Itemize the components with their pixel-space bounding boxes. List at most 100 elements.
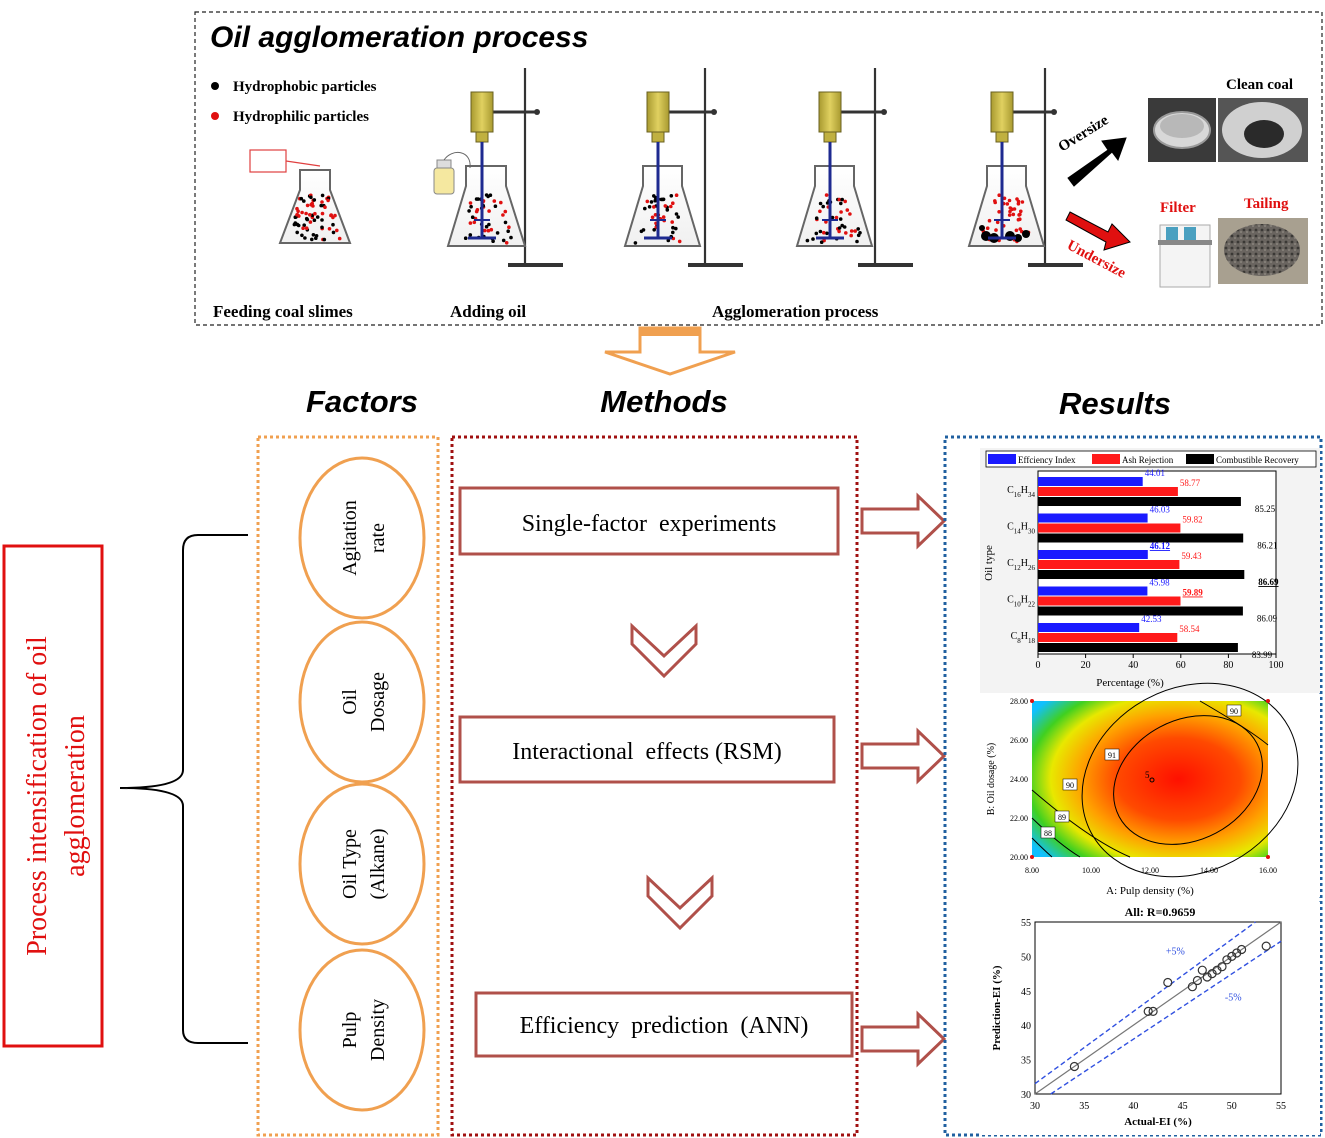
particle-dot bbox=[507, 225, 511, 229]
particle-dot bbox=[853, 229, 857, 233]
step-adding: Adding oil bbox=[450, 302, 526, 321]
bar-tick-label: 40 bbox=[1128, 660, 1138, 671]
particle-dot bbox=[987, 218, 992, 223]
scatter-ytick: 55 bbox=[1021, 918, 1031, 929]
scatter-point bbox=[1187, 982, 1198, 992]
lower-band-line bbox=[1050, 940, 1282, 1095]
bar-tick-label: 60 bbox=[1176, 660, 1186, 671]
particle-dot bbox=[643, 206, 647, 211]
scatter-xlabel: Actual-EI (%) bbox=[1124, 1116, 1192, 1128]
svg-text:Oil Type: Oil Type bbox=[339, 829, 361, 899]
clean-coal-bowl-photo bbox=[1218, 98, 1308, 162]
particle-dot bbox=[652, 228, 656, 232]
particle-dot bbox=[333, 213, 337, 218]
particle-dot bbox=[313, 211, 317, 216]
particle-dot bbox=[639, 229, 644, 234]
contour-label: 88 bbox=[1044, 829, 1052, 838]
factor-oil-dosage: Oil Dosage bbox=[298, 620, 426, 784]
particle-dot bbox=[311, 233, 316, 237]
particle-dot bbox=[329, 213, 334, 217]
side-label-line1: Process intensification of oil bbox=[22, 636, 53, 956]
particle-dot bbox=[489, 227, 494, 232]
particle-dot bbox=[818, 209, 822, 214]
particle-dot bbox=[463, 236, 468, 240]
bar-category-label: C16H34 bbox=[1007, 485, 1035, 499]
bar-value-label: 86.69 bbox=[1258, 577, 1279, 587]
particle-dot bbox=[315, 215, 320, 219]
scatter-point bbox=[1236, 944, 1247, 955]
particle-dot bbox=[295, 213, 299, 217]
particle-dot bbox=[661, 215, 666, 219]
contour-label: 89 bbox=[1058, 813, 1066, 822]
particle-dot bbox=[470, 215, 475, 219]
particle-dot bbox=[839, 201, 843, 206]
particle-dot bbox=[674, 226, 678, 231]
particle-dot bbox=[501, 238, 506, 243]
legend-entry: Combustible Recovery bbox=[1216, 455, 1299, 465]
particle-dot bbox=[493, 204, 498, 208]
arrow-right-icon bbox=[860, 1010, 947, 1068]
particle-dot bbox=[504, 241, 509, 245]
contour-label-box bbox=[1062, 778, 1078, 791]
scatter-xtick: 45 bbox=[1178, 1101, 1188, 1112]
contour-ylabel: B: Oil dosage (%) bbox=[986, 743, 997, 816]
particle-dot bbox=[1014, 228, 1019, 233]
bar-C14H30-1 bbox=[1038, 523, 1181, 533]
particle-dot bbox=[666, 238, 671, 243]
particle-dot bbox=[1020, 200, 1025, 204]
svg-text:Interactional effects (RSM): Interactional effects (RSM) bbox=[512, 739, 781, 765]
factor-oil-type: Oil Type (Alkane) bbox=[298, 782, 426, 946]
contour-center-label: 5 bbox=[1145, 770, 1150, 780]
particle-dot bbox=[838, 217, 843, 221]
chevron-down-icon bbox=[646, 874, 714, 931]
particle-dot bbox=[671, 201, 675, 205]
tailing-label: Tailing bbox=[1244, 196, 1289, 212]
particle-dot bbox=[331, 230, 336, 235]
particle-dot bbox=[997, 210, 1001, 214]
legend-swatch bbox=[1186, 454, 1214, 464]
bar-value-label: 44.01 bbox=[1145, 468, 1165, 478]
particles-icon bbox=[292, 193, 342, 242]
particle-dot bbox=[296, 223, 301, 228]
bar-C10H22-1 bbox=[1038, 596, 1181, 606]
particle-dot bbox=[633, 241, 638, 245]
svg-text:Efficiency prediction (ANN): Efficiency prediction (ANN) bbox=[520, 1013, 809, 1039]
undersize-arrow-icon bbox=[1065, 211, 1131, 251]
particle-dot bbox=[304, 211, 308, 216]
particle-dot bbox=[814, 231, 819, 236]
particle-dot bbox=[322, 237, 327, 242]
bar-C12H26-1 bbox=[1038, 560, 1180, 569]
stirrer-stand-3-icon bbox=[623, 68, 743, 267]
particle-dot bbox=[319, 203, 324, 208]
bar-category-label: C12H26 bbox=[1007, 558, 1035, 572]
particle-dot bbox=[293, 221, 298, 225]
bar-chart-ylabel: Oil type bbox=[983, 545, 995, 581]
scatter-xtick: 55 bbox=[1276, 1101, 1286, 1112]
process-panel: Oil agglomeration process Hydrophobic pa… bbox=[194, 11, 1323, 326]
methods-header: Methods bbox=[600, 384, 727, 419]
bar-value-label: 58.77 bbox=[1180, 478, 1201, 488]
particle-dot bbox=[295, 230, 300, 235]
bar-value-label: 46.12 bbox=[1150, 541, 1171, 551]
svg-text:Oil: Oil bbox=[339, 689, 361, 715]
particle-dot bbox=[309, 202, 314, 207]
particle-dot bbox=[848, 212, 852, 216]
particle-dot bbox=[653, 213, 658, 217]
down-arrow-icon bbox=[604, 326, 736, 376]
bar-value-label: 45.98 bbox=[1149, 578, 1170, 588]
particle-dot bbox=[304, 226, 309, 230]
contour-ytick: 22.00 bbox=[1010, 814, 1028, 823]
particle-dot bbox=[467, 209, 471, 213]
particle-dot bbox=[995, 220, 1000, 225]
stirrer-stand-4-icon bbox=[795, 68, 913, 267]
particle-dot bbox=[468, 201, 473, 205]
particle-dot bbox=[653, 198, 657, 203]
particle-dot bbox=[669, 204, 673, 209]
legend-swatch bbox=[988, 454, 1016, 464]
bar-value-label: 59.82 bbox=[1182, 515, 1202, 525]
side-label-line2: agglomeration bbox=[60, 715, 91, 877]
bar-C8H18-0 bbox=[1038, 623, 1140, 632]
